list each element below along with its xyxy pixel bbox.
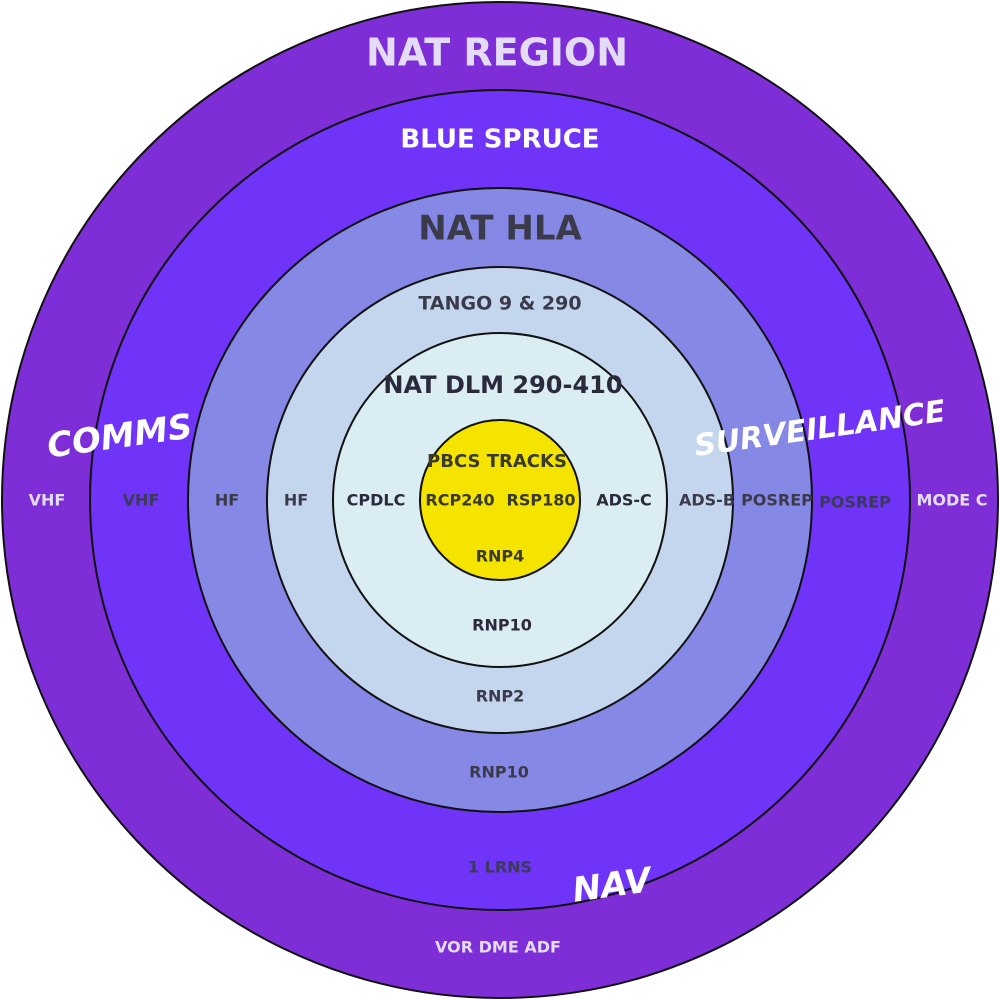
nav-dlm: RNP10: [472, 616, 532, 635]
pbcs-tracks-circle: [419, 419, 581, 581]
nav-nat-hla: RNP10: [469, 763, 529, 782]
nav-nat-region: VOR DME ADF: [435, 938, 561, 957]
comms-blue-spruce: VHF: [123, 491, 160, 510]
nav-pbcs: RNP4: [476, 547, 525, 566]
tango-title: TANGO 9 & 290: [418, 293, 581, 315]
surveillance-blue-spruce: POSREP: [819, 493, 891, 512]
nat-region-title: NAT REGION: [366, 31, 628, 75]
comms-nat-region: VHF: [29, 491, 66, 510]
pbcs-tracks-title: PBCS TRACKS: [427, 451, 567, 472]
surveillance-nat-hla: POSREP: [741, 491, 813, 510]
surveillance-pbcs: RSP180: [507, 491, 576, 510]
nav-blue-spruce: 1 LRNS: [468, 858, 532, 877]
nat-hla-title: NAT HLA: [418, 209, 582, 249]
nav-tango: RNP2: [476, 687, 525, 706]
surveillance-nat-region: MODE C: [916, 491, 987, 510]
comms-dlm: CPDLC: [347, 491, 406, 510]
comms-pbcs: RCP240: [425, 491, 494, 510]
dlm-title: NAT DLM 290-410: [383, 371, 622, 399]
surveillance-dlm: ADS-C: [596, 491, 652, 510]
comms-tango: HF: [284, 491, 308, 510]
comms-nat-hla: HF: [215, 491, 239, 510]
blue-spruce-title: BLUE SPRUCE: [400, 125, 599, 155]
surveillance-tango: ADS-B: [679, 491, 735, 510]
